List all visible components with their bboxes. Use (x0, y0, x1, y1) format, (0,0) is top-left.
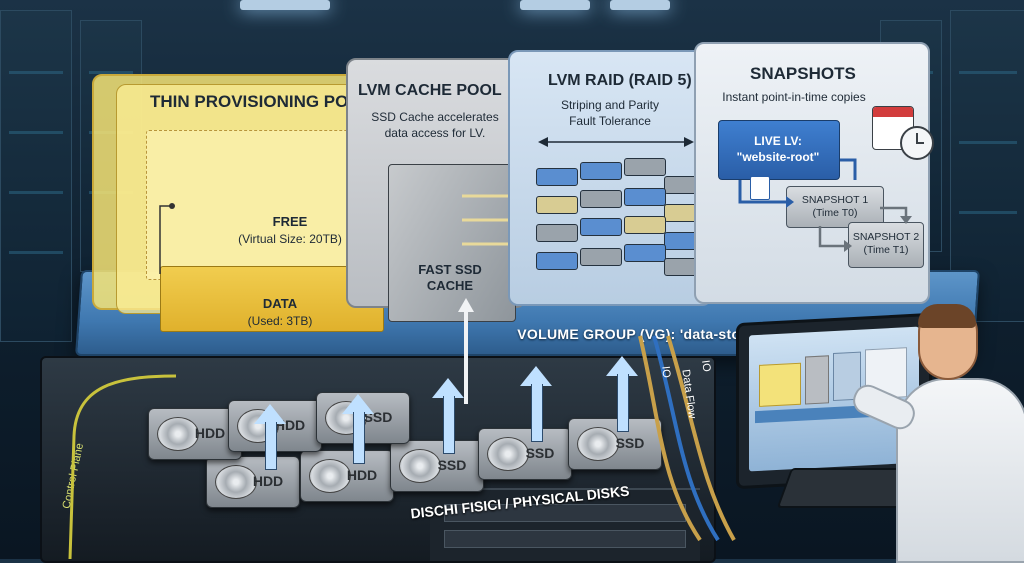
live-lv-line1: LIVE LV: (754, 134, 802, 148)
io-label-2: IO (699, 359, 713, 373)
free-label: FREE (272, 214, 308, 229)
ssd-to-cache-arrow (458, 298, 474, 404)
raid-title: LVM RAID (RAID 5) (548, 72, 692, 89)
thin-pool-bracket (159, 203, 175, 274)
cache-pool-title: LVM CACHE POOL (358, 82, 502, 99)
cache-desc-line1: SSD Cache accelerates (371, 110, 499, 124)
raid-block (624, 188, 666, 206)
ceiling-light (240, 0, 330, 10)
clock-icon (900, 126, 934, 160)
snapshots-title: SNAPSHOTS (750, 64, 856, 83)
data-cables (638, 335, 736, 542)
disk-hdd: HDD (300, 450, 394, 502)
disk-type-label: HDD (194, 425, 226, 441)
disk-ssd: SSD (478, 428, 572, 480)
free-detail: (Virtual Size: 20TB) (238, 232, 342, 246)
snapshot-2-line2: (Time T1) (863, 244, 909, 257)
snapshot-1-line1: SNAPSHOT 1 (801, 194, 869, 206)
thin-pool-title: THIN PROVISIONING POOL (150, 92, 372, 111)
raid-block (580, 162, 622, 180)
raid-block (536, 224, 578, 242)
engineer-head (918, 304, 978, 380)
snapshot-2-box: SNAPSHOT 2 (Time T1) (848, 222, 924, 268)
raid-block (580, 218, 622, 236)
disk-to-vg-arrow (606, 356, 638, 432)
ceiling-light (520, 0, 590, 10)
raid-block (580, 248, 622, 266)
free-space-cube (146, 130, 382, 280)
disk-type-label: SSD (615, 435, 645, 451)
disk-to-vg-arrow (254, 404, 286, 470)
raid-desc-line2: Fault Tolerance (569, 114, 651, 128)
disk-type-label: SSD (525, 445, 555, 461)
server-rack (0, 10, 72, 342)
data-detail: (Used: 3TB) (247, 314, 313, 328)
fast-ssd-label-line1: FAST SSD (418, 262, 482, 277)
disk-to-vg-arrow (432, 378, 464, 454)
ceiling-light (610, 0, 670, 10)
disk-to-vg-arrow (342, 394, 374, 464)
data-label: DATA (262, 296, 298, 311)
raid-block (624, 216, 666, 234)
raid-block (536, 252, 578, 270)
engineer-body (896, 378, 1024, 563)
control-plane-cable (68, 374, 177, 559)
live-lv-line2: "website-root" (736, 150, 820, 164)
raid-desc-line1: Striping and Parity (560, 98, 660, 112)
document-icon (750, 176, 770, 200)
disk-type-label: SSD (437, 457, 467, 473)
raid-block (624, 158, 666, 176)
rack-units (430, 488, 700, 561)
fast-ssd-label-line2: CACHE (426, 278, 474, 293)
raid-block (624, 244, 666, 262)
io-label-1: IO (659, 365, 673, 379)
raid-block (536, 196, 578, 214)
live-lv-block (718, 120, 840, 180)
disk-type-label: HDD (346, 467, 378, 483)
snapshots-subtitle: Instant point-in-time copies (722, 90, 866, 104)
raid-block (580, 190, 622, 208)
snapshot-2-line1: SNAPSHOT 2 (852, 231, 920, 243)
volume-group-label: VOLUME GROUP (VG): 'data-storage' (517, 326, 775, 342)
raid-block (536, 168, 578, 186)
disk-ssd: SSD (390, 440, 484, 492)
cache-desc-line2: data access for LV. (384, 126, 486, 140)
raid-span-arrow (538, 137, 694, 147)
snapshot-1-line2: (Time T0) (812, 207, 858, 220)
disk-type-label: HDD (252, 473, 284, 489)
disk-to-vg-arrow (520, 366, 552, 442)
disk-hdd: HDD (206, 456, 300, 508)
snapshot-flow-arrows (738, 158, 912, 252)
